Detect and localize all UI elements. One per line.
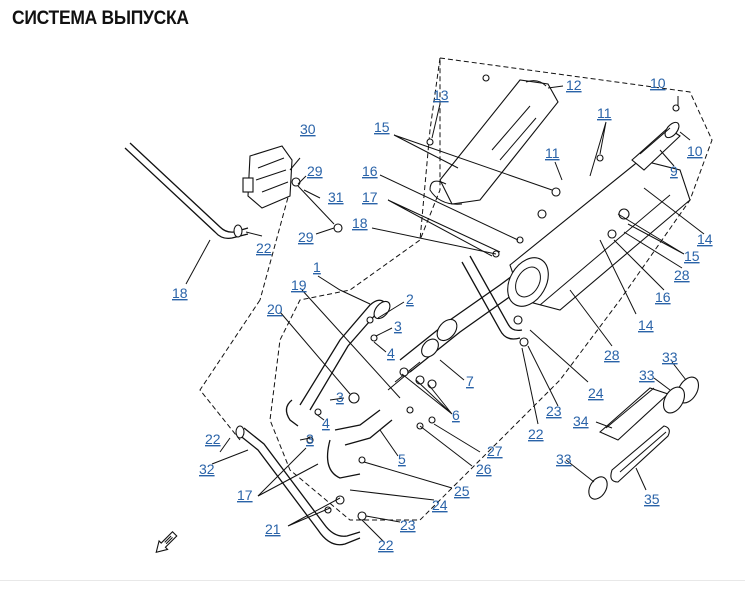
callout-22: 22 bbox=[256, 240, 272, 256]
callout-16: 16 bbox=[655, 289, 671, 305]
callout-10: 10 bbox=[687, 143, 703, 159]
tailpipe-9 bbox=[631, 121, 681, 171]
assembly-dashed-outline bbox=[199, 57, 713, 521]
callout-4: 4 bbox=[322, 415, 330, 431]
callout-28: 28 bbox=[674, 267, 690, 283]
callout-35: 35 bbox=[644, 491, 660, 507]
callout-18: 18 bbox=[352, 215, 368, 231]
callout-34: 34 bbox=[573, 413, 589, 429]
callout-29: 29 bbox=[307, 163, 323, 179]
pipe-18 bbox=[124, 142, 249, 240]
callout-14: 14 bbox=[697, 231, 713, 247]
callout-13: 13 bbox=[433, 87, 449, 103]
callout-27: 27 bbox=[487, 443, 503, 459]
callout-23: 23 bbox=[546, 403, 562, 419]
screen-34-35 bbox=[598, 387, 670, 483]
callout-31: 31 bbox=[328, 189, 344, 205]
front-direction-arrow-icon bbox=[155, 530, 178, 553]
clamps-33 bbox=[588, 376, 700, 500]
heat-shield-12 bbox=[429, 79, 559, 205]
valve-30 bbox=[242, 145, 343, 233]
callout-22: 22 bbox=[205, 431, 221, 447]
callout-32: 32 bbox=[199, 461, 215, 477]
callout-4: 4 bbox=[387, 345, 395, 361]
callout-28: 28 bbox=[604, 347, 620, 363]
outlet-pipe bbox=[461, 255, 523, 340]
page-title: СИСТЕМА ВЫПУСКА bbox=[12, 8, 189, 29]
callout-25: 25 bbox=[454, 483, 470, 499]
hardware-fasteners bbox=[306, 74, 680, 521]
callout-11: 11 bbox=[597, 105, 612, 121]
callout-15: 15 bbox=[374, 119, 390, 135]
callout-19: 19 bbox=[291, 277, 307, 293]
leader-lines bbox=[185, 85, 705, 543]
callout-3: 3 bbox=[306, 431, 314, 447]
callout-16: 16 bbox=[362, 163, 378, 179]
callout-17: 17 bbox=[237, 487, 253, 503]
bottom-divider bbox=[0, 580, 745, 581]
callout-33: 33 bbox=[662, 349, 678, 365]
callout-30: 30 bbox=[300, 121, 316, 137]
mid-pipe bbox=[387, 269, 529, 391]
callout-9: 9 bbox=[670, 163, 678, 179]
callout-26: 26 bbox=[476, 461, 492, 477]
callout-17: 17 bbox=[362, 189, 378, 205]
callout-33: 33 bbox=[556, 451, 572, 467]
callout-18: 18 bbox=[172, 285, 188, 301]
callout-20: 20 bbox=[267, 301, 283, 317]
callout-10: 10 bbox=[650, 75, 666, 91]
callout-33: 33 bbox=[639, 367, 655, 383]
callout-21: 21 bbox=[265, 521, 281, 537]
callout-1: 1 bbox=[313, 259, 321, 275]
callout-24: 24 bbox=[588, 385, 604, 401]
pipe-32 bbox=[235, 425, 361, 546]
callout-22: 22 bbox=[378, 537, 394, 553]
callout-2: 2 bbox=[406, 291, 414, 307]
callout-23: 23 bbox=[400, 517, 416, 533]
callout-12: 12 bbox=[566, 77, 582, 93]
callout-24: 24 bbox=[432, 497, 448, 513]
callout-5: 5 bbox=[398, 451, 406, 467]
callout-7: 7 bbox=[466, 373, 474, 389]
callout-29: 29 bbox=[298, 229, 314, 245]
callout-3: 3 bbox=[394, 318, 402, 334]
callout-22: 22 bbox=[528, 426, 544, 442]
callout-11: 11 bbox=[545, 145, 560, 161]
callout-14: 14 bbox=[638, 317, 654, 333]
callout-15: 15 bbox=[684, 248, 700, 264]
callout-labels: 13 12 10 10 11 11 15 15 9 14 14 28 28 16… bbox=[172, 75, 713, 553]
header-pipes-1 bbox=[285, 299, 393, 479]
callout-6: 6 bbox=[452, 407, 460, 423]
callout-3: 3 bbox=[336, 389, 344, 405]
